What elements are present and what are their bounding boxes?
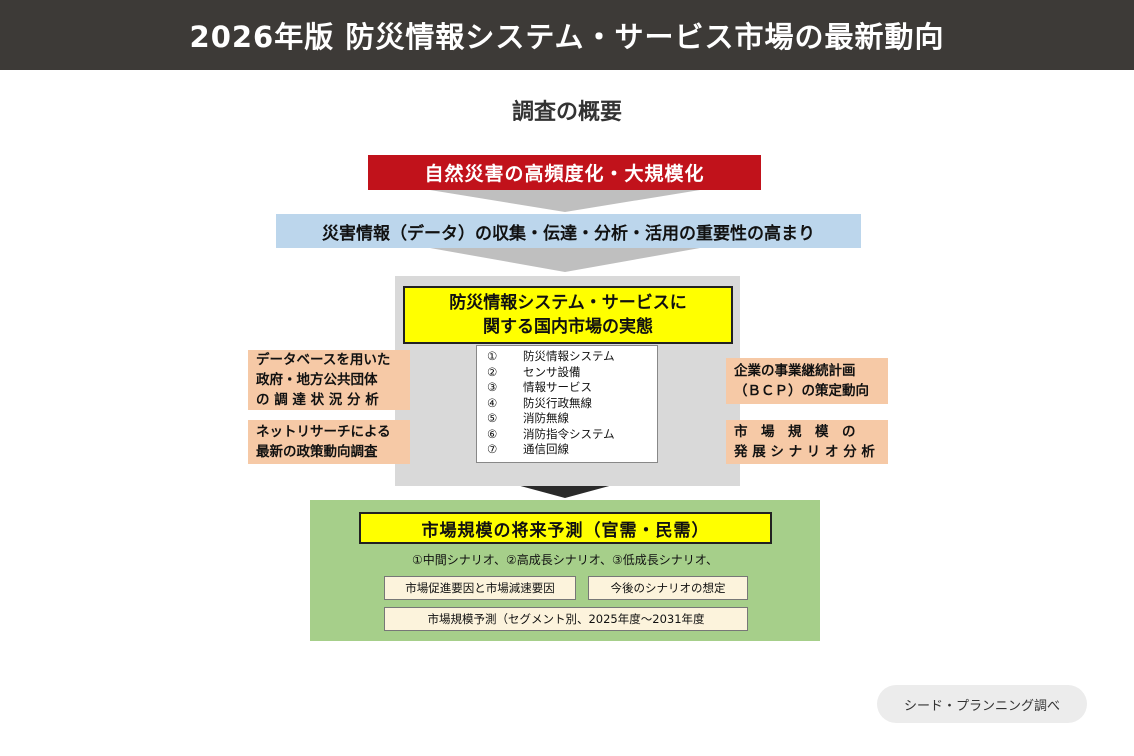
bcp-trend-box: 企業の事業継続計画 （ＢＣＰ）の策定動向 [726,358,888,404]
scenario-text: ①中間シナリオ、②高成長シナリオ、③低成長シナリオ、 [411,553,719,567]
market-title-box: 防災情報システム・サービスに 関する国内市場の実態 [403,286,733,344]
procurement-analysis-box: データベースを用いた 政府・地方公共団体 の 調 達 状 況 分 析 [248,350,410,410]
scenario-analysis-box: 市 場 規 模 の 発 展 シ ナ リ オ 分 析 [726,420,888,464]
factors-box: 市場促進要因と市場減速要因 [384,576,576,600]
forecast-title-box: 市場規模の将来予測（官需・民需） [359,512,772,544]
market-title-line-1: 防災情報システム・サービスに [449,293,687,313]
scenario-assumption-box: 今後のシナリオの想定 [588,576,748,600]
page-header: 2026年版 防災情報システム・サービス市場の最新動向 [0,0,1134,70]
market-forecast-box: 市場規模予測（セグメント別、2025年度～2031年度 [384,607,748,631]
source-credit: シード・プランニング調べ [877,685,1087,723]
policy-research-box: ネットリサーチによる 最新の政策動向調査 [248,420,410,464]
disaster-info-box: 災害情報（データ）の収集・伝達・分析・活用の重要性の高まり [276,214,861,248]
section-subtitle: 調査の概要 [511,100,622,125]
market-title-line-2: 関する国内市場の実態 [483,317,653,337]
down-arrow-1 [430,190,700,212]
down-arrow-2 [430,248,700,272]
natural-disaster-box: 自然災害の高頻度化・大規模化 [368,155,761,190]
page-title: 2026年版 防災情報システム・サービス市場の最新動向 [189,20,945,54]
